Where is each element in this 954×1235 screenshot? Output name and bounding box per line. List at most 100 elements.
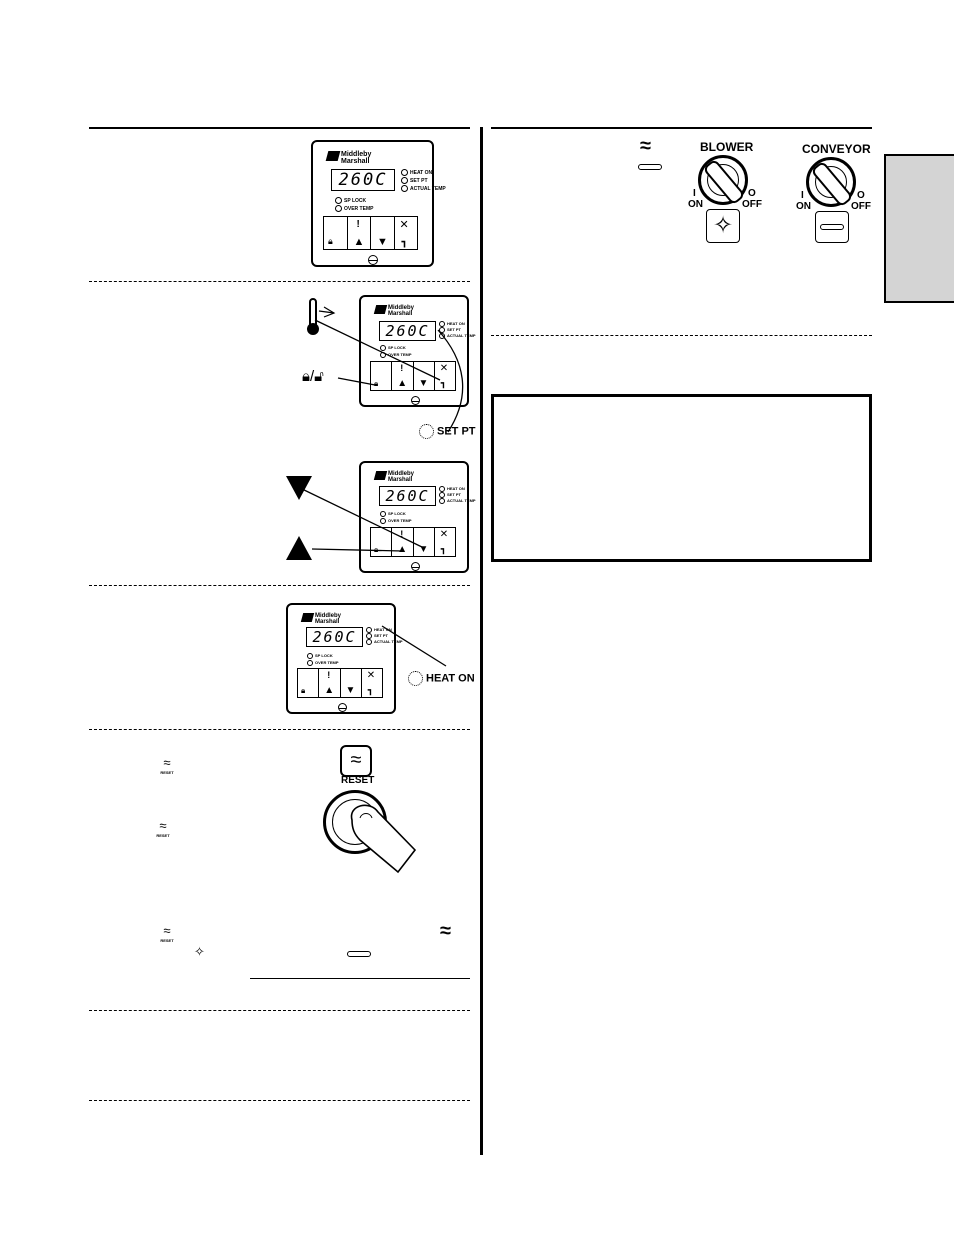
led-heat-on: HEAT ON <box>366 627 392 633</box>
lock-key[interactable]: 🔒︎ <box>371 528 393 556</box>
wrench-key[interactable]: ✕┓ <box>362 669 382 697</box>
led-over-temp: OVER TEMP <box>380 518 412 524</box>
underline-rule <box>250 978 470 979</box>
temperature-display: 260C <box>331 169 395 191</box>
down-arrow-icon: ▼ <box>345 685 356 696</box>
keypad: 🔒︎ !▲ ▼ ✕┓ <box>323 216 418 250</box>
blower-pos-o: O <box>748 188 756 199</box>
led-set-pt: SET PT <box>366 633 388 639</box>
conveyor-off: OFF <box>851 201 871 212</box>
led-heat-on: HEAT ON <box>401 169 432 176</box>
thermometer-key[interactable]: !▲ <box>319 669 341 697</box>
thermometer-icon: ┓ <box>440 544 447 554</box>
wrench-key[interactable]: ✕┓ <box>435 528 455 556</box>
keypad: 🔒︎ !▲ ▼ ✕┓ <box>370 527 456 557</box>
thermometer-icon: ! <box>400 529 404 539</box>
led-over-temp: OVER TEMP <box>335 205 373 212</box>
heat-reset-icon: ≈ RESET <box>160 923 174 944</box>
lock-icon: 🔒︎ <box>301 686 306 695</box>
wrench-icon: ✕ <box>399 219 409 231</box>
heat-reset-icon: ≈ <box>440 920 451 942</box>
fan-icon: ✧ <box>194 944 205 959</box>
thermometer-bulb <box>307 323 319 335</box>
led-set-pt: SET PT <box>401 177 428 184</box>
down-arrow-icon: ▼ <box>418 378 429 389</box>
down-key[interactable]: ▼ <box>341 669 362 697</box>
thermometer-icon: ┓ <box>367 685 374 695</box>
conveyor-on: ON <box>796 201 811 212</box>
keypad: 🔒︎ !▲ ▼ ✕┓ <box>370 361 456 391</box>
heat-reset-icon: ≈ RESET <box>160 755 174 776</box>
heat-on-callout-line <box>381 625 447 667</box>
column-divider <box>480 127 483 1155</box>
conveyor-pos-i: I <box>801 190 804 201</box>
conveyor-icon <box>820 224 844 230</box>
temperature-display: 260C <box>379 486 436 506</box>
led-set-pt: SET PT <box>439 327 461 333</box>
down-key[interactable]: ▼ <box>371 217 395 249</box>
led-over-temp: OVER TEMP <box>307 660 339 666</box>
thermometer-icon: ! <box>356 219 360 230</box>
blower-title: BLOWER <box>700 140 754 154</box>
blower-pos-i: I <box>693 188 696 199</box>
thermometer-key[interactable]: !▲ <box>392 362 414 390</box>
warning-box <box>491 394 872 562</box>
conveyor-icon-box <box>815 211 849 243</box>
top-rule-right <box>491 127 872 129</box>
thermometer-icon: ! <box>327 670 331 680</box>
fan-icon: ✧ <box>706 209 740 243</box>
section-divider <box>89 281 470 282</box>
blower-on: ON <box>688 199 703 210</box>
led-actual-temp: ACTUAL TEMP <box>366 639 403 645</box>
led-actual-temp: ACTUAL TEMP <box>439 333 476 339</box>
wrench-key[interactable]: ✕┓ <box>435 362 455 390</box>
down-key[interactable]: ▼ <box>414 528 435 556</box>
keypad: 🔒︎ !▲ ▼ ✕┓ <box>297 668 383 698</box>
up-arrow-icon: ▲ <box>324 685 335 696</box>
down-key[interactable]: ▼ <box>414 362 435 390</box>
section-divider <box>89 729 470 730</box>
conveyor-switch-knob[interactable] <box>806 157 856 208</box>
led-sp-lock: SP LOCK <box>380 511 406 517</box>
section-divider <box>89 585 470 586</box>
led-set-pt: SET PT <box>439 492 461 498</box>
thermometer-icon: ! <box>400 363 404 373</box>
lock-key[interactable]: 🔒︎ <box>298 669 320 697</box>
conveyor-icon <box>347 951 371 957</box>
up-arrow-icon: ▲ <box>397 378 408 389</box>
side-thumb-tab <box>884 154 954 303</box>
mounting-screw <box>338 703 347 712</box>
set-pt-callout: SET PT <box>419 424 476 439</box>
led-actual-temp: ACTUAL TEMP <box>439 498 476 504</box>
up-arrow-icon: ▲ <box>397 544 408 555</box>
callout-lines <box>314 306 464 433</box>
wrench-icon: ✕ <box>439 529 449 540</box>
arrow-callouts <box>286 476 425 560</box>
conveyor-pos-o: O <box>857 190 865 201</box>
led-sp-lock: SP LOCK <box>335 197 366 204</box>
blower-off: OFF <box>742 199 762 210</box>
wrench-key[interactable]: ✕┓ <box>395 217 418 249</box>
heat-reset-icon: ≈ <box>340 745 372 777</box>
blinking-led-icon <box>408 671 423 686</box>
lock-key[interactable]: 🔒︎ <box>324 217 348 249</box>
led-sp-lock: SP LOCK <box>307 653 333 659</box>
mounting-screw <box>411 396 420 405</box>
thermometer-key[interactable]: !▲ <box>348 217 371 249</box>
led-heat-on: HEAT ON <box>439 321 465 327</box>
heat-reset-icon: ≈ <box>640 135 651 157</box>
lock-key[interactable]: 🔒︎ <box>371 362 393 390</box>
lock-icon: 🔒︎ <box>374 545 379 554</box>
section-divider <box>491 335 872 336</box>
section-divider <box>89 1100 470 1101</box>
blower-switch-knob[interactable] <box>698 155 748 206</box>
down-arrow-icon: ▼ <box>418 544 429 555</box>
lock-icon: 🔒︎/🔓︎ <box>302 368 324 385</box>
conveyor-icon <box>638 164 662 170</box>
temperature-display: 260C <box>306 627 363 647</box>
